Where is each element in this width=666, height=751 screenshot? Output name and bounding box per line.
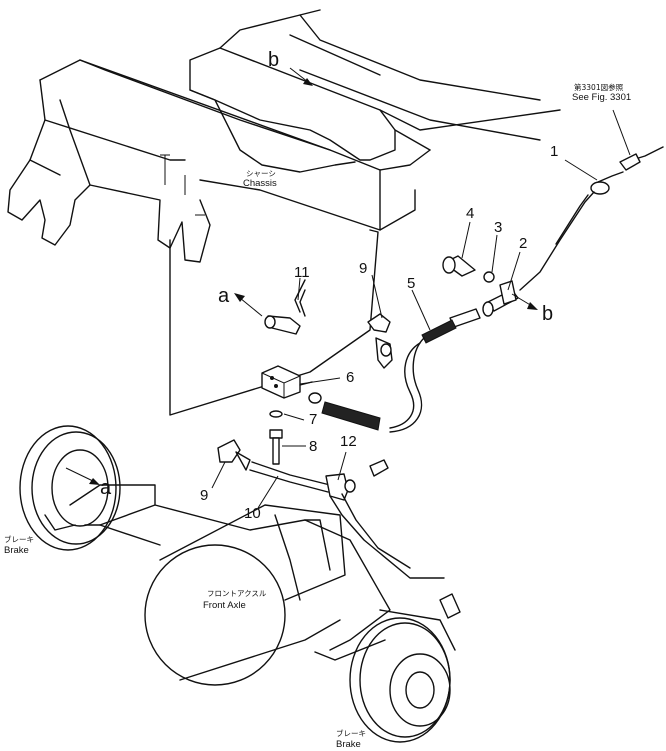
brake-left-label: Brake <box>4 545 29 556</box>
callout-10: 10 <box>244 505 261 522</box>
part-labels: シャーシ Chassis 第3301図参照 See Fig. 3301 フロント… <box>4 82 631 750</box>
callout-11: 11 <box>294 264 310 281</box>
callout-5: 5 <box>407 275 415 292</box>
leader-lines <box>211 109 631 509</box>
callout-4: 4 <box>466 205 474 222</box>
front-axle-label: Front Axle <box>203 600 246 611</box>
callout-8: 8 <box>309 438 317 455</box>
brake-left-label-jp: ブレーキ <box>4 534 34 544</box>
arrow-b-top-label: b <box>268 49 279 71</box>
chassis-label-jp: シャーシ <box>246 169 276 178</box>
arrow-letter-labels: a a b b <box>100 49 553 499</box>
hose-5 <box>308 308 481 433</box>
arrow-a-bottom-label: a <box>100 477 112 499</box>
direction-arrows <box>65 67 538 485</box>
pipe-10-assembly <box>217 439 445 579</box>
callout-3: 3 <box>494 219 502 236</box>
see-fig-label-jp: 第3301図参照 <box>574 82 624 92</box>
tee-block-6 <box>261 279 393 465</box>
chassis-frame <box>7 9 561 416</box>
callout-1: 1 <box>550 143 558 160</box>
callout-numbers: 1 2 3 4 5 6 7 8 9 9 10 11 12 <box>200 143 558 522</box>
callout-9-top: 9 <box>359 260 367 277</box>
front-axle-label-jp: フロントアクスル <box>207 589 267 598</box>
front-axle <box>19 425 461 743</box>
brake-pipe-1 <box>519 146 664 291</box>
chassis-label: Chassis <box>243 178 277 189</box>
fitting-2-assembly <box>442 255 519 317</box>
arrow-b-right-label: b <box>542 303 553 325</box>
callout-12: 12 <box>340 433 357 450</box>
brake-right-label-jp: ブレーキ <box>336 728 366 738</box>
callout-9-bottom: 9 <box>200 487 208 504</box>
see-fig-label: See Fig. 3301 <box>572 92 631 103</box>
callout-6: 6 <box>346 369 354 386</box>
brake-right-label: Brake <box>336 739 361 750</box>
arrow-a-top-label: a <box>218 285 230 307</box>
callout-7: 7 <box>309 411 317 428</box>
callout-2: 2 <box>519 235 527 252</box>
